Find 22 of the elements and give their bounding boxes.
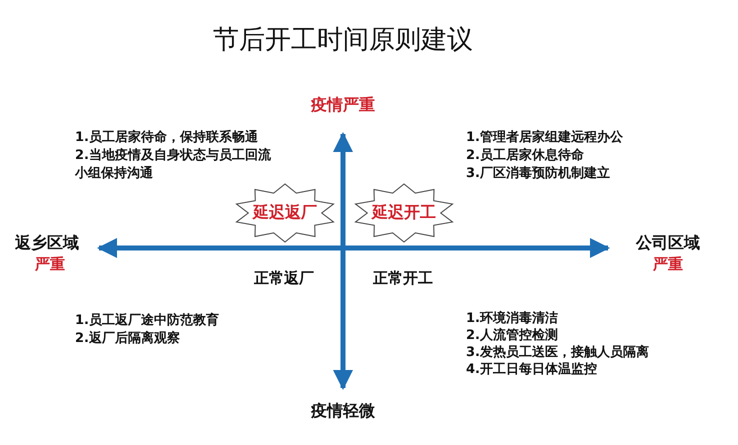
star-badge: 延迟返厂 (233, 183, 337, 243)
list-item: 1.环境消毒清洁 (466, 310, 558, 328)
axis-label: 严重 (653, 254, 683, 274)
axis-label: 严重 (35, 254, 65, 274)
axis-label: 疫情严重 (311, 94, 375, 116)
list-item: 2.返厂后隔离观察 (75, 330, 180, 348)
quadrant-label: 正常返厂 (254, 268, 314, 288)
list-item: 4.开工日每日体温监控 (466, 361, 597, 379)
axis-label: 返乡区域 (15, 232, 79, 254)
axis-label: 公司区域 (636, 232, 700, 254)
list-item: 2.当地疫情及自身状态与员工回流小组保持沟通 (75, 147, 272, 182)
list-item: 2.员工居家休息待命 (466, 147, 584, 165)
list-item: 2.人流管控检测 (466, 327, 558, 345)
star-badge: 延迟开工 (352, 183, 456, 243)
list-item: 3.发热员工送医，接触人员隔离 (466, 344, 649, 362)
list-item: 1.管理者居家组建远程办公 (466, 129, 623, 147)
axis-label: 疫情轻微 (311, 400, 375, 422)
quadrant-label: 正常开工 (373, 268, 433, 288)
list-item: 1.员工居家待命，保持联系畅通 (75, 129, 258, 147)
list-item: 1.员工返厂途中防范教育 (75, 312, 219, 330)
title: 节后开工时间原则建议 (213, 24, 473, 57)
list-item: 3.厂区消毒预防机制建立 (466, 165, 610, 183)
